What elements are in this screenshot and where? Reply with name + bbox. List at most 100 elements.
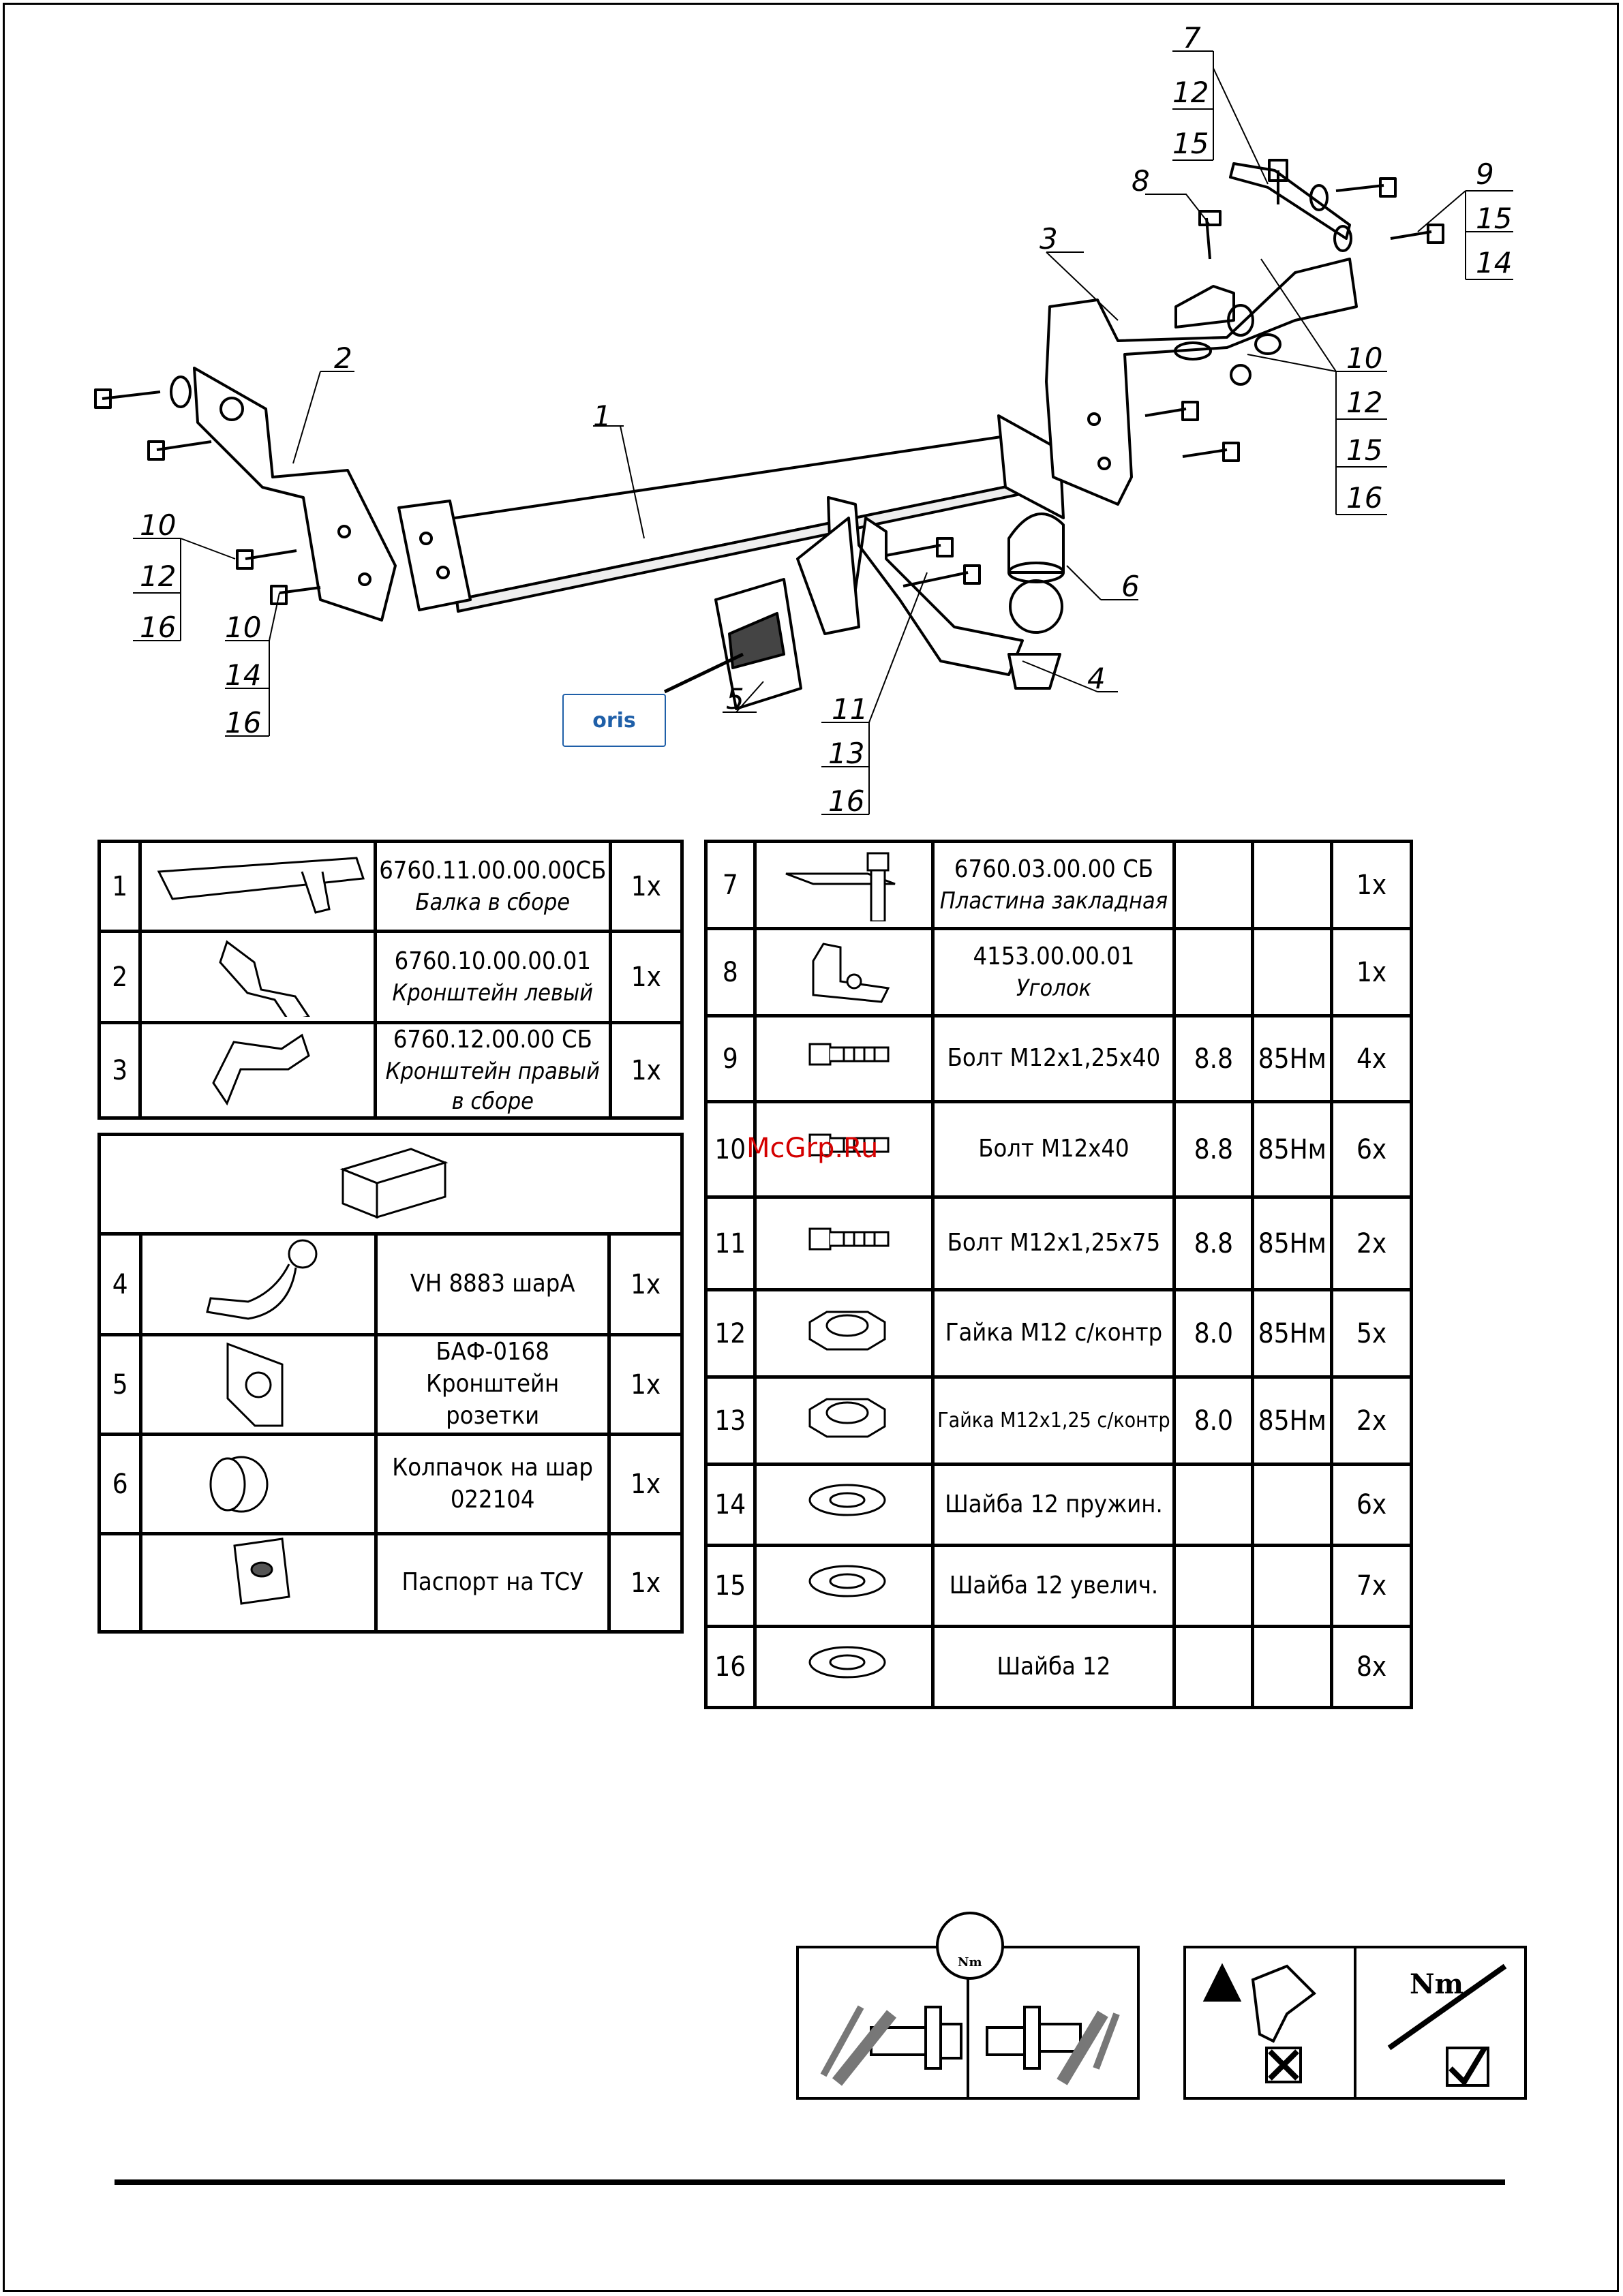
part-picture	[753, 927, 935, 1017]
part-description: Болт М12х1,25х40	[931, 1014, 1177, 1103]
part-code: Шайба 12	[997, 1652, 1111, 1681]
callout-11-13: 13	[828, 737, 864, 770]
part-description: Гайка М12х1,25 с/контр	[931, 1375, 1177, 1466]
part-name: Пластина закладная	[939, 887, 1168, 915]
callout-8: 8	[1132, 164, 1150, 198]
part-number: 9	[704, 1014, 757, 1103]
part-code: 6760.10.00.00.01	[394, 947, 591, 975]
tightening-torque: 85Нм	[1251, 1100, 1334, 1199]
ball-cap	[1007, 512, 1065, 574]
tightening-torque: 85Нм	[1251, 1195, 1334, 1291]
part-picture	[753, 1100, 935, 1199]
footer-rule	[115, 2179, 1505, 2185]
warning-triangle-icon	[1202, 1963, 1242, 2002]
tightening-torque	[1251, 1544, 1334, 1628]
part-qty: 1x	[608, 930, 684, 1024]
beam-left-end-plate	[397, 500, 472, 611]
part-number: 15	[704, 1544, 757, 1628]
callout-10-right-12: 12	[1346, 386, 1382, 419]
strength-class	[1172, 1463, 1255, 1547]
part-number: 7	[704, 840, 757, 930]
cross-box-icon	[1265, 2047, 1302, 2083]
part-picture	[753, 840, 935, 930]
part-number: 16	[704, 1625, 757, 1709]
part-description: Паспорт на ТСУ	[374, 1532, 611, 1634]
callout-10-mid-16: 16	[225, 706, 261, 739]
part-qty: 1x	[1330, 840, 1413, 930]
part-description: Болт М12х40	[931, 1100, 1177, 1199]
callout-10-mid-14: 14	[225, 658, 261, 692]
callout-11-16: 16	[828, 784, 864, 818]
part-picture	[753, 1544, 935, 1628]
part-qty: 1x	[607, 1433, 684, 1535]
callout-10-left: 10	[140, 508, 176, 542]
part-number: 5	[97, 1333, 143, 1436]
callout-7-15: 15	[1172, 127, 1209, 160]
part-code: Шайба 12 увелич.	[949, 1571, 1159, 1599]
torque-wrench-label: Nm	[1410, 1968, 1463, 2000]
part-code: Болт М12х1,25х40	[947, 1044, 1161, 1073]
strength-class: 8.8	[1172, 1014, 1255, 1103]
strength-class	[1172, 1544, 1255, 1628]
part-qty: 1x	[1330, 927, 1413, 1017]
part-picture	[139, 1532, 378, 1634]
part-number: 1	[97, 840, 142, 933]
part-picture	[753, 1014, 935, 1103]
installation-instruction-icons: Nm Nm	[796, 1912, 1527, 2100]
part-qty: 4x	[1330, 1014, 1413, 1103]
part-picture	[139, 1333, 378, 1436]
watermark: McGrp.Ru	[746, 1133, 879, 1164]
part-number: 10	[704, 1100, 757, 1199]
part-number: 13	[704, 1375, 757, 1466]
part-picture	[753, 1375, 935, 1466]
part-code: Гайка М12х1,25 с/контр	[937, 1409, 1170, 1433]
part-description: Болт М12х1,25х75	[931, 1195, 1177, 1291]
strength-class: 8.0	[1172, 1288, 1255, 1379]
part-code: Колпачок на шар	[392, 1453, 593, 1482]
part-code: Болт М12х1,25х75	[947, 1229, 1161, 1257]
part-picture	[138, 930, 377, 1024]
part-picture	[138, 840, 377, 933]
torque-wrench-icon	[1387, 1963, 1507, 2051]
part-code: VH 8883 шарА	[410, 1270, 575, 1298]
tightening-torque: 85Нм	[1251, 1375, 1334, 1466]
part-qty: 6x	[1330, 1100, 1413, 1199]
part-code: 6760.12.00.00 СБ	[393, 1026, 592, 1054]
callout-6: 6	[1121, 570, 1140, 603]
part-code: Болт М12х40	[978, 1135, 1129, 1163]
callout-10-right: 10	[1346, 341, 1382, 375]
part-code: 6760.03.00.00 СБ	[954, 855, 1153, 883]
callout-3: 3	[1040, 222, 1058, 256]
callout-11: 11	[832, 692, 868, 726]
strength-class: 8.8	[1172, 1100, 1255, 1199]
part-qty: 5x	[1330, 1288, 1413, 1379]
part-picture	[753, 1463, 935, 1547]
callout-10-right-15: 15	[1346, 433, 1382, 467]
part-description: 6760.03.00.00 СБ Пластина закладная	[931, 840, 1177, 930]
check-box-icon	[1446, 2047, 1489, 2087]
part-number: 2	[97, 930, 142, 1024]
left-bracket	[193, 367, 397, 622]
strength-class: 8.8	[1172, 1195, 1255, 1291]
callout-1: 1	[593, 399, 611, 433]
part-code: Паспорт на ТСУ	[401, 1568, 583, 1597]
callout-10-left-12: 12	[140, 560, 176, 593]
callout-7-12: 12	[1172, 76, 1209, 109]
part-number	[97, 1532, 143, 1634]
